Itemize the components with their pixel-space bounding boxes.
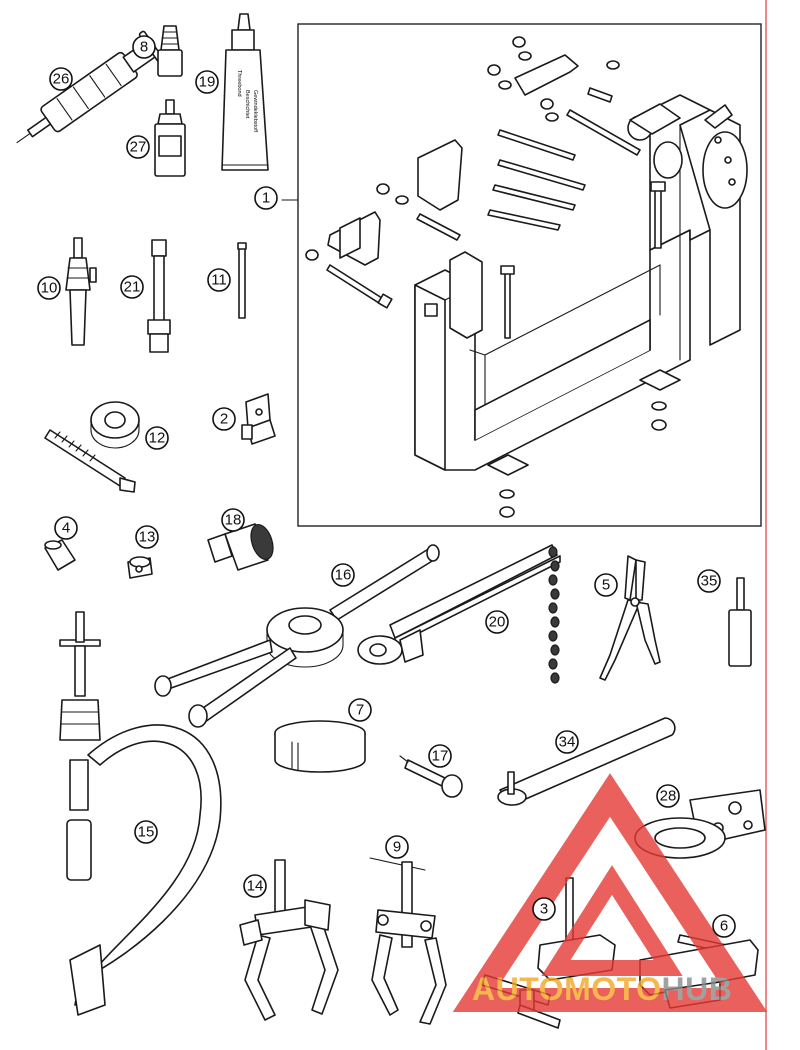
callout-34: 34: [555, 730, 579, 754]
svg-text:27: 27: [130, 139, 147, 156]
engine-stand-frame-box: [297, 23, 762, 527]
callout-16: 16: [331, 563, 355, 587]
watermark-text-hub: HUB: [661, 971, 732, 1007]
pin-punch: [728, 577, 752, 667]
svg-text:34: 34: [559, 734, 576, 751]
svg-text:4: 4: [62, 520, 70, 537]
callout-19: 19: [195, 70, 219, 94]
callout-9: 9: [385, 835, 409, 859]
hook-wrench: [497, 717, 676, 806]
callout-28: 28: [656, 784, 680, 808]
svg-text:16: 16: [335, 567, 352, 584]
svg-text:5: 5: [602, 577, 610, 594]
svg-text:18: 18: [225, 512, 242, 529]
thin-pin-rod: [237, 242, 247, 319]
valve-adjust-tool: [399, 755, 463, 798]
svg-text:2: 2: [220, 411, 228, 428]
crankshaft-pin-tool: [147, 239, 171, 353]
chain-links: [548, 546, 560, 684]
threaded-adapter: [207, 523, 274, 571]
callout-15: 15: [134, 820, 158, 844]
bearing-puller: [369, 857, 447, 1025]
callout-5: 5: [594, 573, 618, 597]
svg-text:7: 7: [356, 702, 364, 719]
two-arm-puller: [239, 859, 339, 1021]
callout-1: 1: [254, 186, 278, 210]
callout-7: 7: [348, 698, 372, 722]
svg-text:28: 28: [660, 788, 677, 805]
clutch-holder-plate: [634, 789, 766, 859]
svg-text:10: 10: [41, 280, 58, 297]
callout-18: 18: [221, 508, 245, 532]
svg-text:20: 20: [489, 614, 506, 631]
callout-17: 17: [428, 744, 452, 768]
three-leg-puller-bar: [154, 544, 440, 728]
tube-label-line2: Beschichtet: [244, 90, 250, 119]
tube-label-line1: Threebond: [236, 70, 242, 97]
chain-sprocket-holder: [357, 544, 561, 684]
svg-text:17: 17: [432, 748, 449, 765]
cone-sleeve: [44, 539, 76, 571]
bolt-with-spacer: [44, 401, 140, 493]
automotohub-watermark: AUTOMOTOHUB: [452, 773, 768, 1012]
threebond-tube: Threebond Beschichtet Gewindeklebstoff: [221, 13, 269, 171]
callout-27: 27: [126, 135, 150, 159]
svg-text:21: 21: [124, 279, 141, 296]
callout-13: 13: [135, 525, 159, 549]
loctite-bottle: [154, 99, 186, 177]
watermark-text-moto: MOTO: [564, 971, 661, 1007]
callout-35: 35: [697, 569, 721, 593]
circlip-pliers: [599, 555, 661, 681]
sealant-bottle-small: [157, 25, 183, 77]
svg-text:12: 12: [149, 430, 166, 447]
watermark-triangle-inner: [541, 865, 683, 976]
hex-nut: [127, 556, 153, 579]
svg-text:19: 19: [199, 74, 216, 91]
callout-20: 20: [485, 610, 509, 634]
svg-text:35: 35: [701, 573, 718, 590]
part-callouts: 26 8 19 27 1 10 21 11 12 2 4 13 18 16 20…: [37, 35, 736, 938]
svg-text:3: 3: [540, 901, 548, 918]
small-bracket: [241, 393, 276, 445]
svg-text:26: 26: [53, 71, 70, 88]
svg-text:15: 15: [138, 824, 155, 841]
callout-10: 10: [37, 276, 61, 300]
svg-text:6: 6: [720, 918, 728, 935]
callout-26: 26: [49, 67, 73, 91]
callout-11: 11: [207, 268, 231, 292]
valve-spring-compressor: [59, 611, 222, 1016]
callout-8: 8: [132, 35, 156, 59]
svg-text:1: 1: [262, 190, 270, 207]
svg-text:8: 8: [140, 39, 148, 56]
svg-text:AUTOMOTOHUB: AUTOMOTOHUB: [472, 971, 732, 1007]
callout-21: 21: [120, 275, 144, 299]
callout-2: 2: [212, 407, 236, 431]
svg-text:9: 9: [393, 839, 401, 856]
watermark-text-auto: AUTO: [472, 971, 564, 1007]
callout-14: 14: [243, 874, 267, 898]
callout-12: 12: [145, 426, 169, 450]
svg-text:14: 14: [247, 878, 264, 895]
svg-text:11: 11: [211, 272, 227, 289]
tube-label-line3: Gewindeklebstoff: [252, 90, 258, 133]
slide-hammer-puller: [65, 237, 97, 346]
piston-ring-compressor: [274, 720, 366, 773]
svg-text:13: 13: [139, 529, 156, 546]
callout-3: 3: [532, 897, 556, 921]
callout-4: 4: [54, 516, 78, 540]
callout-6: 6: [712, 914, 736, 938]
engine-assembly-stand: [305, 36, 748, 518]
